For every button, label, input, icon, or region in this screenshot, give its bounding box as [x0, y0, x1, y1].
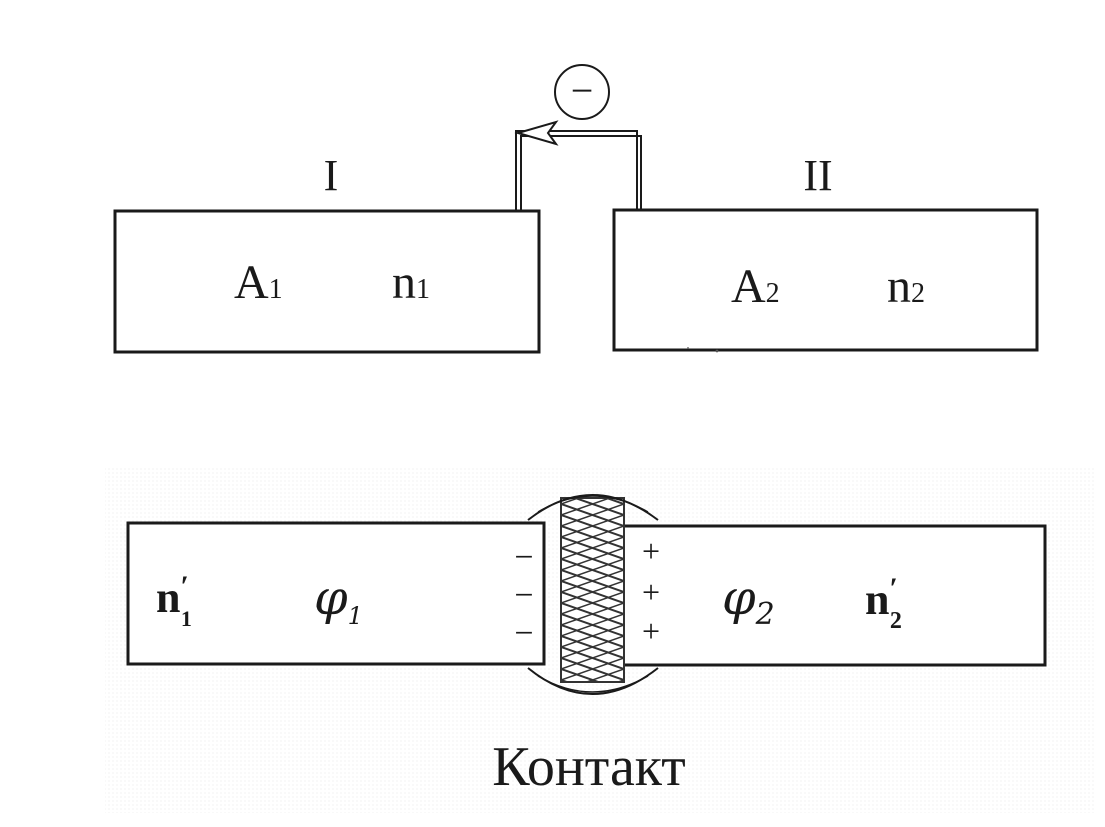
work-function-2: A2 — [731, 260, 780, 313]
metals-in-contact: − − − + + + n′1 φ1 φ2 n′2 Контакт — [105, 468, 1095, 813]
negative-charge: − — [514, 615, 533, 652]
negative-charges: − − − — [514, 539, 533, 652]
contact-concentration-1: n′1 — [156, 570, 192, 631]
metal-block-2 — [612, 208, 1039, 352]
contact-label: Контакт — [492, 736, 685, 798]
contact-potential-2: φ2 — [722, 570, 775, 632]
arrow-head-icon — [514, 120, 559, 146]
contact-potential-1: φ1 — [314, 570, 363, 630]
electron-minus-icon: − — [571, 68, 594, 113]
metal-2-label: II — [803, 151, 832, 200]
separated-metals: I II A1 n1 A2 n2 − — [113, 64, 1039, 354]
negative-charge: − — [514, 577, 533, 614]
concentration-1: n1 — [392, 256, 430, 309]
positive-charge: + — [642, 574, 660, 610]
negative-charge: − — [514, 539, 533, 576]
work-function-1: A1 — [234, 256, 283, 309]
positive-charge: + — [642, 613, 660, 649]
electron-symbol: − — [554, 64, 610, 120]
electron-transfer-path — [515, 130, 642, 211]
contact-block-right — [620, 524, 1047, 667]
positive-charges: + + + — [642, 533, 660, 649]
concentration-2: n2 — [887, 260, 925, 313]
junction-region — [527, 494, 659, 695]
contact-concentration-2: n′2 — [865, 572, 902, 634]
metal-block-1 — [113, 209, 541, 354]
contact-block-left — [126, 521, 546, 666]
metal-1-label: I — [324, 151, 339, 200]
positive-charge: + — [642, 533, 660, 569]
